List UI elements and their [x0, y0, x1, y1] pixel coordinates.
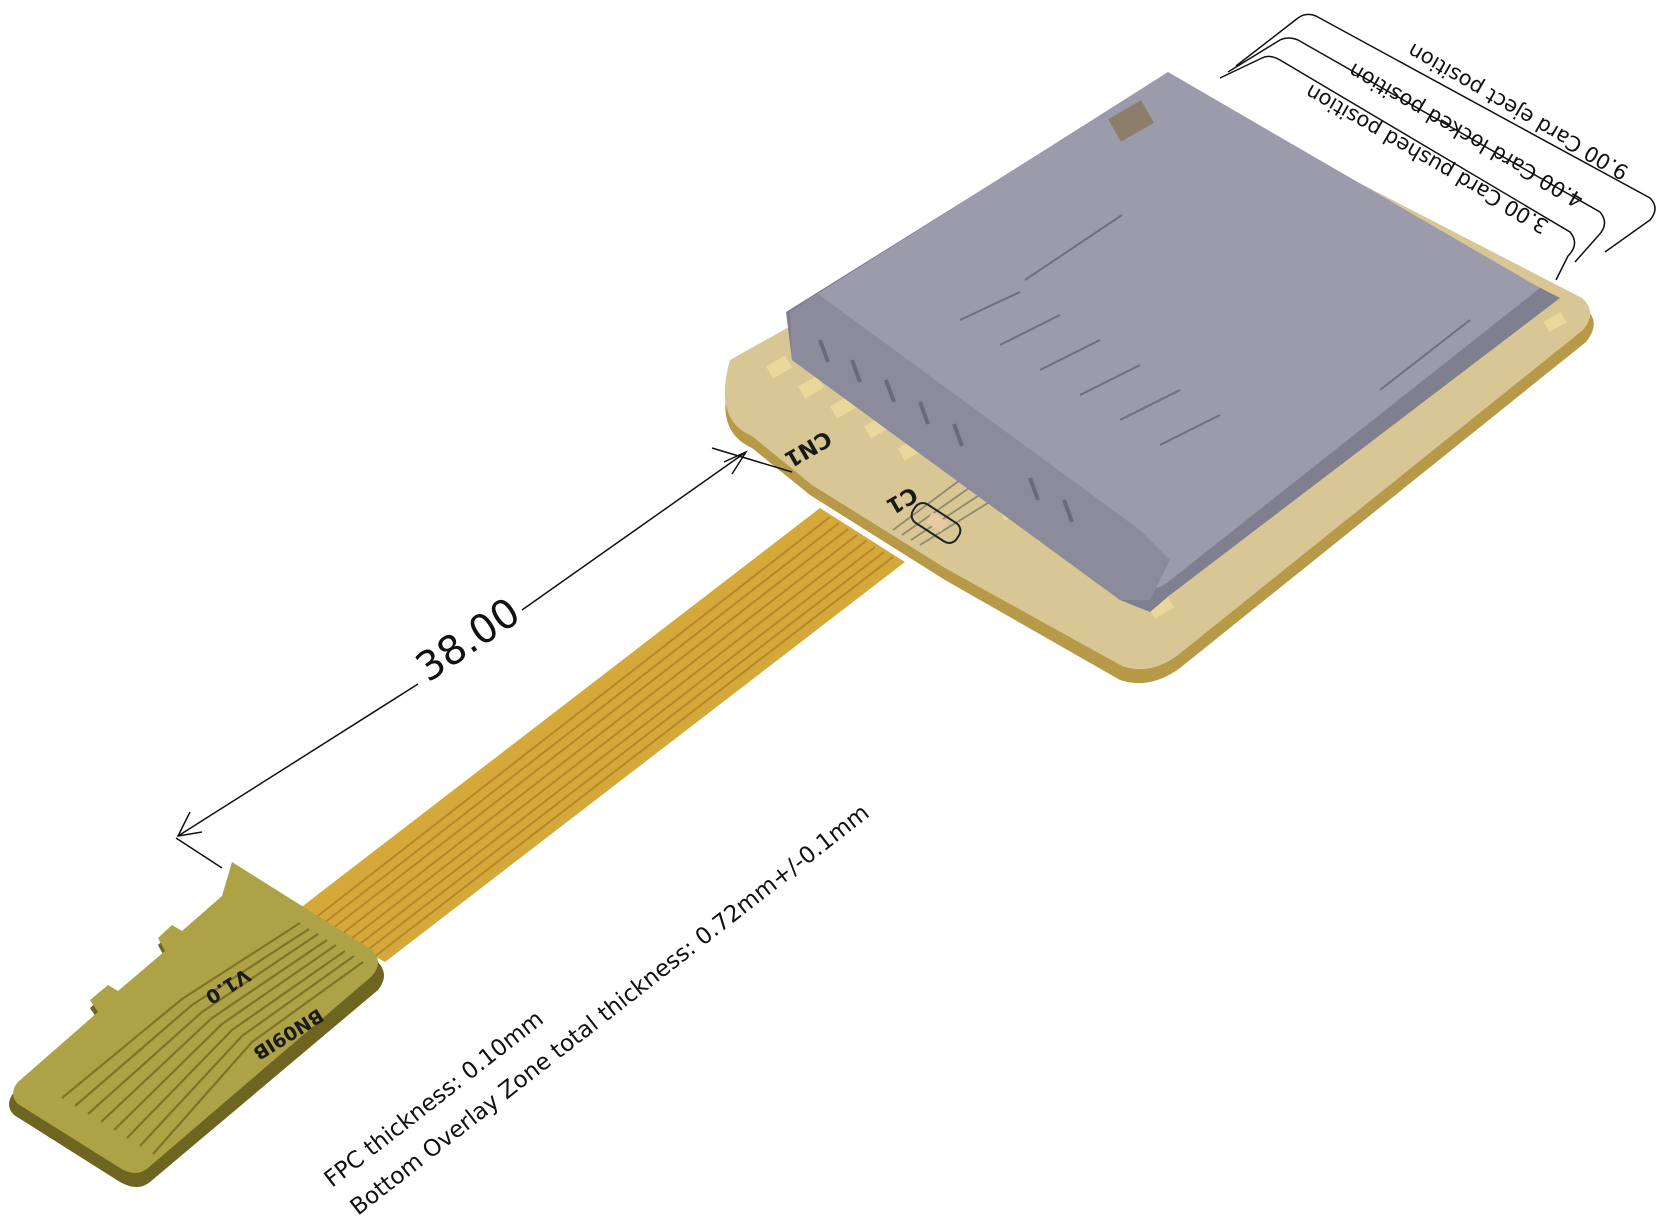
slot-line — [1379, 319, 1471, 391]
connector-pin — [918, 401, 930, 425]
dimension-value: 38.00 — [408, 589, 529, 691]
connector-latch — [1108, 100, 1154, 142]
dimension-line-lower — [177, 683, 419, 837]
connector-pins — [818, 339, 1074, 523]
connector-pin — [884, 379, 896, 403]
c1-body — [925, 512, 948, 533]
callout-bracket-locked — [1227, 37, 1606, 263]
contact-pad — [797, 375, 825, 399]
card-contact — [61, 922, 301, 1099]
flex-trace — [309, 516, 831, 923]
slot-line — [1119, 389, 1181, 421]
card-contact — [139, 955, 355, 1147]
slot-line — [1039, 339, 1101, 371]
slot-line — [959, 291, 1021, 321]
card-contacts — [61, 922, 364, 1155]
slot-line — [1079, 364, 1141, 396]
arrowhead-top — [723, 450, 748, 475]
contact-pad — [1543, 311, 1567, 333]
flex-trace — [346, 540, 867, 943]
flex-trace — [373, 556, 894, 958]
callout-bracket-eject — [1235, 13, 1656, 253]
contact-pad — [1147, 595, 1175, 619]
connector-pin — [1062, 499, 1074, 523]
card-contact — [87, 933, 319, 1115]
flex-trace — [337, 534, 858, 938]
dimension-line-upper — [521, 451, 747, 611]
connector-front-lip — [790, 294, 1170, 600]
connector-slot-lines — [959, 214, 1471, 446]
card-tip: V1.0 BN09IB — [9, 862, 384, 1187]
flex-trace — [318, 522, 840, 928]
flex-trace — [327, 528, 849, 933]
slot-line — [1159, 414, 1221, 446]
card-contact — [126, 950, 346, 1139]
extension-line-top — [711, 447, 793, 473]
card-contact — [74, 928, 310, 1107]
card-position-callouts: 9.00 Card eject position 4.00 Card locke… — [1219, 13, 1656, 281]
flex-cable — [295, 508, 905, 962]
card-contact — [100, 939, 328, 1123]
connector-pin — [850, 359, 862, 383]
sd-connector — [786, 72, 1560, 612]
card-contact — [152, 961, 364, 1155]
contact-pad — [765, 355, 793, 379]
extension-line-bottom — [175, 837, 223, 869]
callout-bracket-pushed — [1219, 55, 1576, 281]
slot-line — [999, 314, 1061, 346]
arrowhead-bottom — [176, 811, 203, 837]
slot-line — [1024, 214, 1123, 281]
connector-pin — [952, 423, 964, 447]
flex-traces — [309, 516, 894, 958]
flex-trace — [355, 546, 876, 948]
connector-pin — [818, 339, 830, 363]
c1-outline — [910, 502, 962, 544]
flex-trace — [364, 551, 885, 953]
card-contact — [113, 944, 337, 1131]
connector-pin — [1028, 477, 1040, 501]
